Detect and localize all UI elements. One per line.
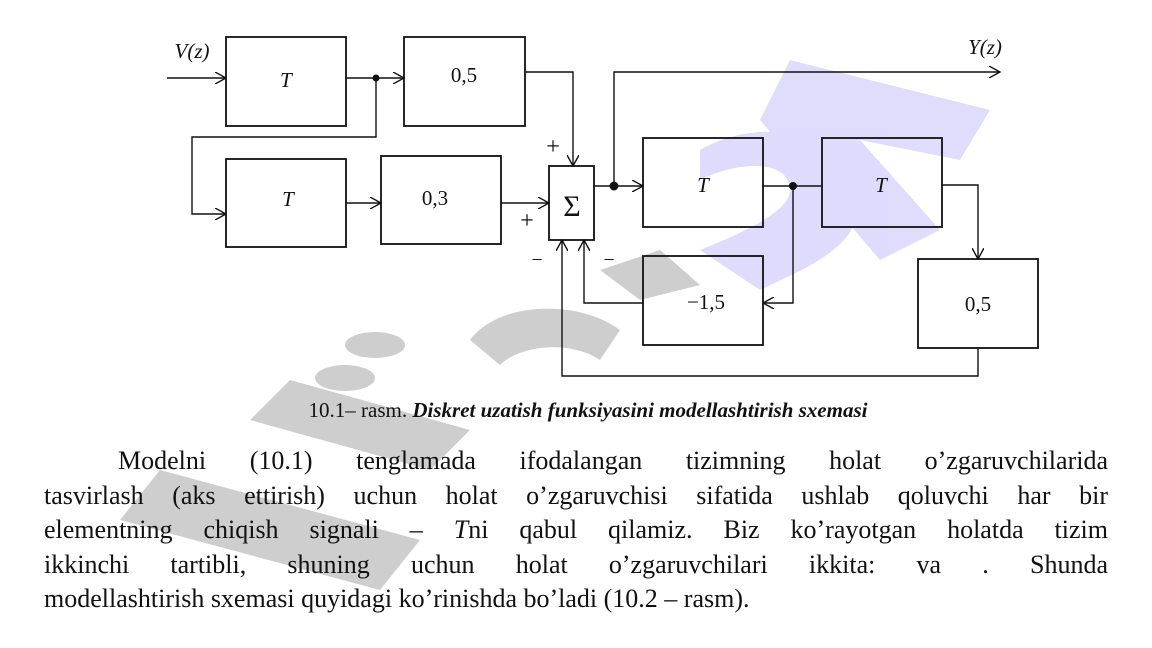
text: ni qabul qilamiz. Biz ko’rayotgan holatd… <box>468 515 1108 545</box>
block-t2-label: T <box>282 187 295 211</box>
output-label: Y(z) <box>968 35 1002 59</box>
block-gain-0-5-feedback-label: 0,5 <box>965 292 991 316</box>
sign-top: + <box>546 134 560 160</box>
sign-bottom-left: − <box>531 249 542 271</box>
block-diagram: V(z) Y(z) T 0,5 T 0,3 T T −1,5 0,5 Σ + +… <box>167 35 1039 377</box>
caption-number: 10.1– rasm. <box>308 398 413 422</box>
body-paragraph: Modelni (10.1) tenglamada ifodalangan ti… <box>44 444 1108 617</box>
paragraph-line: ikkinchi tartibli, shuning uchun holat o… <box>44 548 1108 583</box>
paragraph-line: Modelni (10.1) tenglamada ifodalangan ti… <box>44 444 1108 479</box>
sign-left: + <box>520 208 534 234</box>
paragraph-line-text: tasvirlash (aks ettirish) uchun holat o’… <box>44 480 1108 510</box>
input-label: V(z) <box>175 39 210 63</box>
block-t3-label: T <box>697 173 710 197</box>
paragraph-line-text: Modelni (10.1) tenglamada ifodalangan ti… <box>118 446 1108 475</box>
paragraph-line-text: ikkinchi tartibli, shuning uchun holat o… <box>44 549 1108 579</box>
text: elementning chiqish signali – <box>44 515 454 545</box>
caption-title: Diskret uzatish funksiyasini modellashti… <box>412 398 868 422</box>
sign-bottom-right: − <box>603 249 614 271</box>
block-gain-0-3-label: 0,3 <box>422 186 448 210</box>
paragraph-line: tasvirlash (aks ettirish) uchun holat o’… <box>44 479 1108 514</box>
block-gain-0-5-label: 0,5 <box>451 63 477 87</box>
paragraph-line: modellashtirish sxemasi quyidagi ko’rini… <box>44 582 1108 617</box>
paragraph-line-text: modellashtirish sxemasi quyidagi ko’rini… <box>44 584 750 614</box>
sum-symbol: Σ <box>563 190 580 223</box>
paragraph-line: elementning chiqish signali – Tni qabul … <box>44 513 1108 548</box>
block-t1-label: T <box>280 68 293 92</box>
figure-caption: 10.1– rasm. Diskret uzatish funksiyasini… <box>24 398 1152 423</box>
block-gain-minus-1-5-label: −1,5 <box>687 290 725 314</box>
block-t4 <box>821 137 943 228</box>
italic-t: T <box>453 515 469 545</box>
block-t4-label: T <box>875 173 888 197</box>
